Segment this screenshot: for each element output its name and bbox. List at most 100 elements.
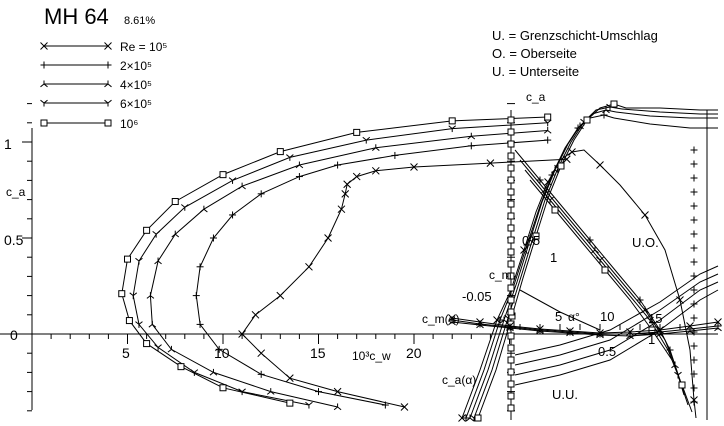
marker-stroke	[656, 333, 661, 338]
marker-stroke	[526, 239, 531, 244]
marker-square	[601, 266, 609, 274]
marker-stroke	[104, 83, 109, 88]
series-4-point-7	[143, 226, 151, 234]
axes-layer	[0, 42, 718, 420]
right-column-point	[690, 146, 698, 154]
series-3-point-9	[228, 177, 237, 184]
marker-stroke	[509, 327, 514, 332]
marker-stroke	[308, 401, 313, 406]
uo-line-2	[524, 169, 689, 406]
chart-subtitle: 8.61%	[124, 15, 155, 27]
legend-marker-end-3	[104, 99, 112, 107]
marker-square	[276, 148, 284, 156]
series-3-point-11	[362, 136, 371, 144]
marker-stroke	[104, 99, 109, 104]
legend-label-re4e5: 4×10⁵	[120, 78, 152, 92]
note-lower-side: U. = Unterseite	[492, 64, 579, 79]
marker-stroke	[200, 208, 205, 213]
cm-alpha-line-1	[451, 319, 719, 335]
marker-stroke	[146, 295, 151, 299]
series-0-point-0	[400, 403, 409, 411]
marker-stroke	[467, 135, 472, 140]
legend-marker-end-0	[104, 42, 112, 50]
series-1-point-14	[544, 136, 552, 144]
marker-stroke	[596, 161, 604, 169]
series-0-point-11	[343, 180, 352, 189]
marker-square	[171, 198, 179, 206]
marker-stroke	[190, 369, 195, 373]
series-3-point-5	[129, 292, 138, 300]
marker-square	[118, 290, 126, 298]
marker-stroke	[266, 391, 272, 395]
series-2-point-11	[371, 144, 380, 151]
marker-stroke	[171, 233, 176, 238]
marker-stroke	[451, 125, 457, 129]
axis-column-point	[507, 356, 515, 364]
marker-stroke	[180, 204, 186, 208]
ca-alpha-1-point-2	[496, 316, 504, 324]
x-axis-label: 10³c_w	[352, 349, 391, 363]
marker-square	[124, 255, 131, 263]
axis-column-point	[507, 380, 515, 388]
marker-square	[610, 100, 618, 108]
marker-stroke	[717, 327, 722, 332]
marker-square	[507, 284, 515, 292]
marker-stroke	[362, 136, 367, 141]
note-upper-side: O. = Oberseite	[492, 46, 577, 61]
axis-column-point	[507, 128, 515, 136]
marker-stroke	[602, 109, 607, 114]
cm-alpha-2-point-5	[596, 331, 604, 339]
marker-stroke	[714, 318, 722, 326]
marker-stroke	[238, 330, 246, 338]
marker-square	[507, 344, 515, 352]
series-0-point-5	[251, 310, 260, 319]
marker-stroke	[343, 180, 352, 189]
polar-tail-0	[615, 111, 718, 119]
marker-stroke	[551, 169, 556, 174]
marker-stroke	[479, 324, 484, 329]
marker-stroke	[470, 135, 476, 140]
ca-alpha-4-point-10	[610, 100, 618, 108]
marker-stroke	[270, 391, 275, 395]
series-0-point-10	[341, 189, 350, 198]
series-2-point-1	[266, 388, 275, 395]
marker-stroke	[150, 295, 155, 299]
marker-stroke	[184, 204, 189, 208]
series-1-point-13	[467, 142, 475, 150]
marker-stroke	[138, 321, 143, 325]
ca-alpha-0-point-12	[641, 211, 649, 219]
polar-tail-3	[613, 117, 718, 129]
series-2-point-10	[295, 161, 304, 169]
series-0-point-8	[324, 234, 332, 242]
uu-line-3	[514, 265, 719, 356]
axis-column-point	[507, 140, 515, 148]
ytick-label-0: 0	[10, 327, 18, 343]
series-3-point-6	[135, 257, 143, 265]
series-1-point-1	[315, 388, 322, 396]
marker-stroke	[626, 335, 631, 340]
marker-stroke	[333, 406, 338, 411]
marker-stroke	[129, 292, 134, 296]
series-1-point-11	[334, 161, 342, 169]
series-line-0	[241, 158, 567, 408]
series-4-point-1	[219, 384, 227, 392]
series-1-point-8	[229, 211, 237, 219]
marker-stroke	[596, 256, 601, 261]
uo-line-3	[529, 179, 693, 413]
right-column-point	[690, 174, 698, 182]
marker-stroke	[333, 387, 342, 396]
cm-alpha-line-0	[451, 317, 719, 334]
legend-label-re1e5: Re = 10⁵	[120, 40, 167, 54]
series-2-point-5	[146, 292, 155, 299]
marker-stroke	[194, 369, 199, 373]
marker-stroke	[506, 327, 511, 332]
marker-stroke	[241, 185, 246, 190]
marker-stroke	[451, 321, 456, 326]
annot-cm-tick: -0.05	[462, 289, 492, 304]
marker-square	[583, 116, 591, 124]
marker-stroke	[289, 154, 294, 158]
legend-marker-start-0	[40, 42, 48, 50]
right-column-point	[690, 286, 698, 294]
marker-stroke	[157, 260, 162, 265]
annot-alpha-label: α°	[568, 310, 580, 324]
